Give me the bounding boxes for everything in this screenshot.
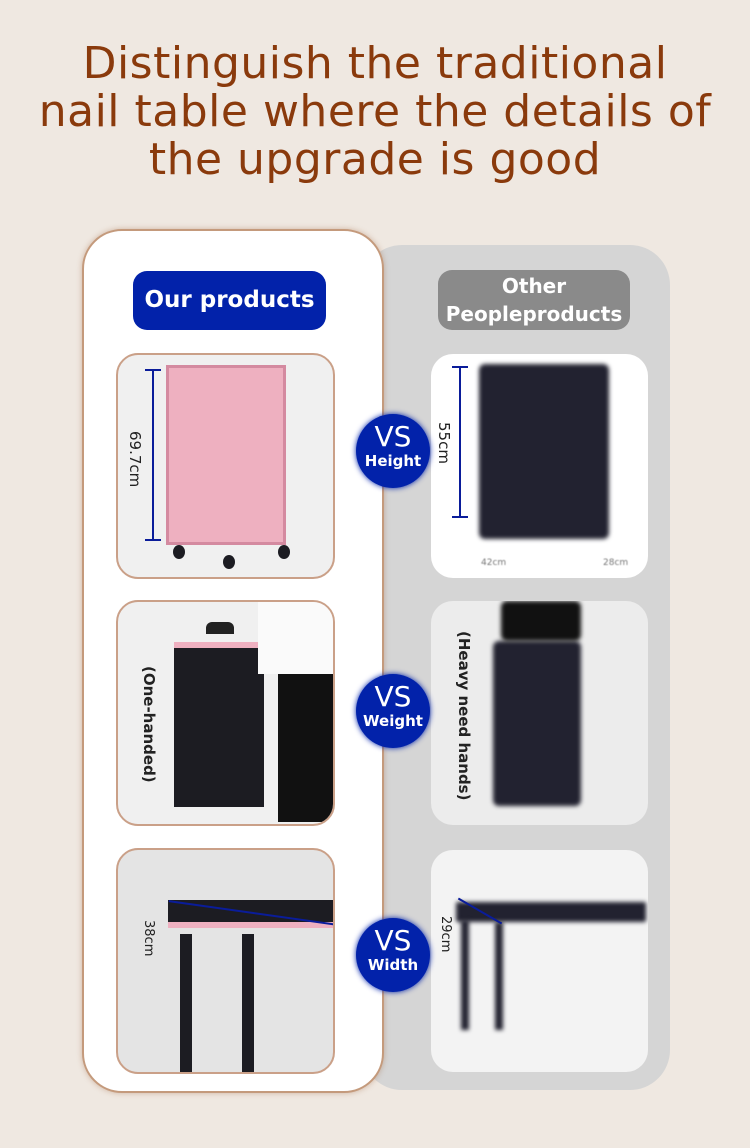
width-label: 38cm bbox=[141, 920, 156, 957]
vs-text: VS bbox=[374, 420, 412, 453]
pink-case bbox=[166, 365, 286, 545]
height-label: 69.7cm bbox=[126, 431, 144, 488]
vs-badge-width: VS Width bbox=[356, 918, 430, 992]
weight-label: (Heavy need hands) bbox=[455, 631, 473, 801]
title-line: the upgrade is good bbox=[148, 134, 602, 185]
weight-label: (One-handed) bbox=[140, 666, 158, 783]
vs-badge-height: VS Height bbox=[356, 414, 430, 488]
our-case-weight-photo: (One-handed) bbox=[116, 600, 335, 826]
height-label: 55cm bbox=[435, 422, 453, 464]
vs-badge-weight: VS Weight bbox=[356, 674, 430, 748]
our-table-width-photo: 38cm bbox=[116, 848, 335, 1074]
our-products-badge: Our products bbox=[133, 271, 326, 330]
comparison-label: Width bbox=[367, 956, 419, 974]
badge-line: Other bbox=[501, 274, 567, 298]
vs-text: VS bbox=[374, 680, 412, 713]
title-line: Distinguish the traditional bbox=[82, 38, 668, 89]
person-shirt bbox=[258, 602, 333, 674]
width-label: 28cm bbox=[603, 558, 629, 568]
badge-line: Peopleproducts bbox=[445, 302, 623, 326]
comparison-label: Weight bbox=[363, 712, 423, 730]
our-case-height-photo: 69.7cm bbox=[116, 353, 335, 579]
width-label: 29cm bbox=[438, 916, 453, 953]
other-case-weight-photo: (Heavy need hands) bbox=[431, 601, 648, 825]
vs-text: VS bbox=[374, 924, 412, 957]
page-title: Distinguish the traditional nail table w… bbox=[0, 40, 750, 184]
other-table-width-photo: 29cm bbox=[431, 850, 648, 1072]
other-case-height-photo: 55cm 42cm 28cm bbox=[431, 354, 648, 578]
comparison-label: Height bbox=[364, 452, 422, 470]
title-line: nail table where the details of bbox=[38, 86, 712, 137]
depth-label: 42cm bbox=[481, 558, 507, 568]
other-products-badge: Other Peopleproducts bbox=[438, 270, 630, 330]
